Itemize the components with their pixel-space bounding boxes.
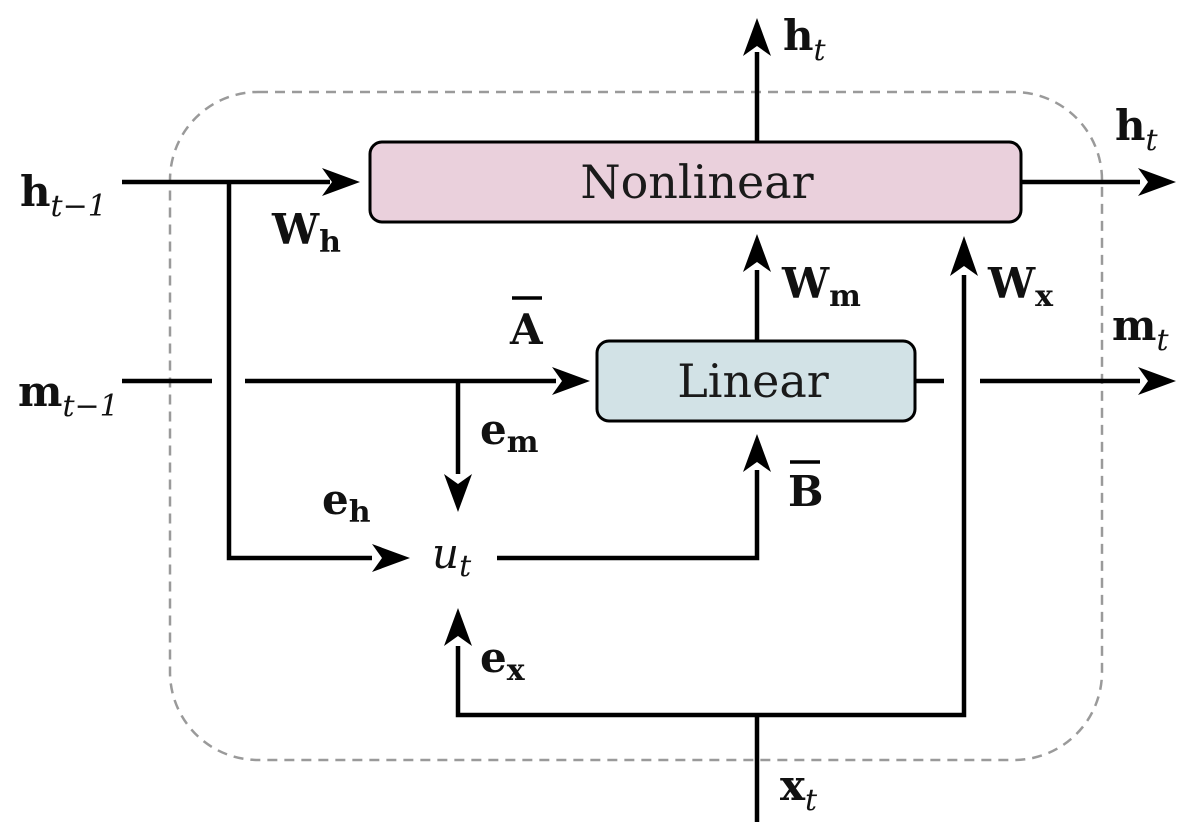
arrow-right-m xyxy=(1138,367,1176,395)
label-e-x: ex xyxy=(480,633,526,688)
arrowheads xyxy=(322,18,1176,646)
wire-h-branch xyxy=(226,182,372,561)
arrow-into-linear xyxy=(552,367,590,395)
linear-box-label: Linear xyxy=(677,354,829,408)
cell-boundary xyxy=(168,90,1104,762)
label-w-m: Wm xyxy=(781,259,861,314)
label-m-prev: mt−1 xyxy=(18,367,119,424)
arrow-down-em xyxy=(444,474,472,512)
arrow-up-wx xyxy=(950,236,978,276)
wires xyxy=(122,52,1140,822)
arrow-into-ut-from-h xyxy=(372,544,410,572)
label-w-x: Wx xyxy=(987,259,1054,314)
label-h-prev: ht−1 xyxy=(20,167,107,224)
label-a-bar: A xyxy=(509,305,544,354)
label-e-h: eh xyxy=(322,475,371,530)
label-h-out-right: ht xyxy=(1115,101,1159,158)
label-b-bar: B xyxy=(788,467,824,516)
label-x-in: xt xyxy=(780,761,818,818)
arrow-right-h xyxy=(1138,168,1176,196)
arrow-into-nonlinear xyxy=(322,168,360,196)
arrow-up-ex xyxy=(444,608,472,646)
wire-ut-to-linear xyxy=(497,470,760,561)
nonlinear-box-label: Nonlinear xyxy=(580,155,813,209)
arrow-up-wm xyxy=(743,234,771,272)
label-m-out: mt xyxy=(1112,301,1169,358)
arrow-up-h-top xyxy=(743,18,771,56)
label-u-t: ut xyxy=(432,529,472,584)
label-w-h: Wh xyxy=(271,205,341,260)
arrow-up-b xyxy=(743,434,771,472)
wire-x-branch xyxy=(455,275,967,718)
label-e-m: em xyxy=(480,405,539,460)
label-h-out-top: ht xyxy=(783,11,827,68)
